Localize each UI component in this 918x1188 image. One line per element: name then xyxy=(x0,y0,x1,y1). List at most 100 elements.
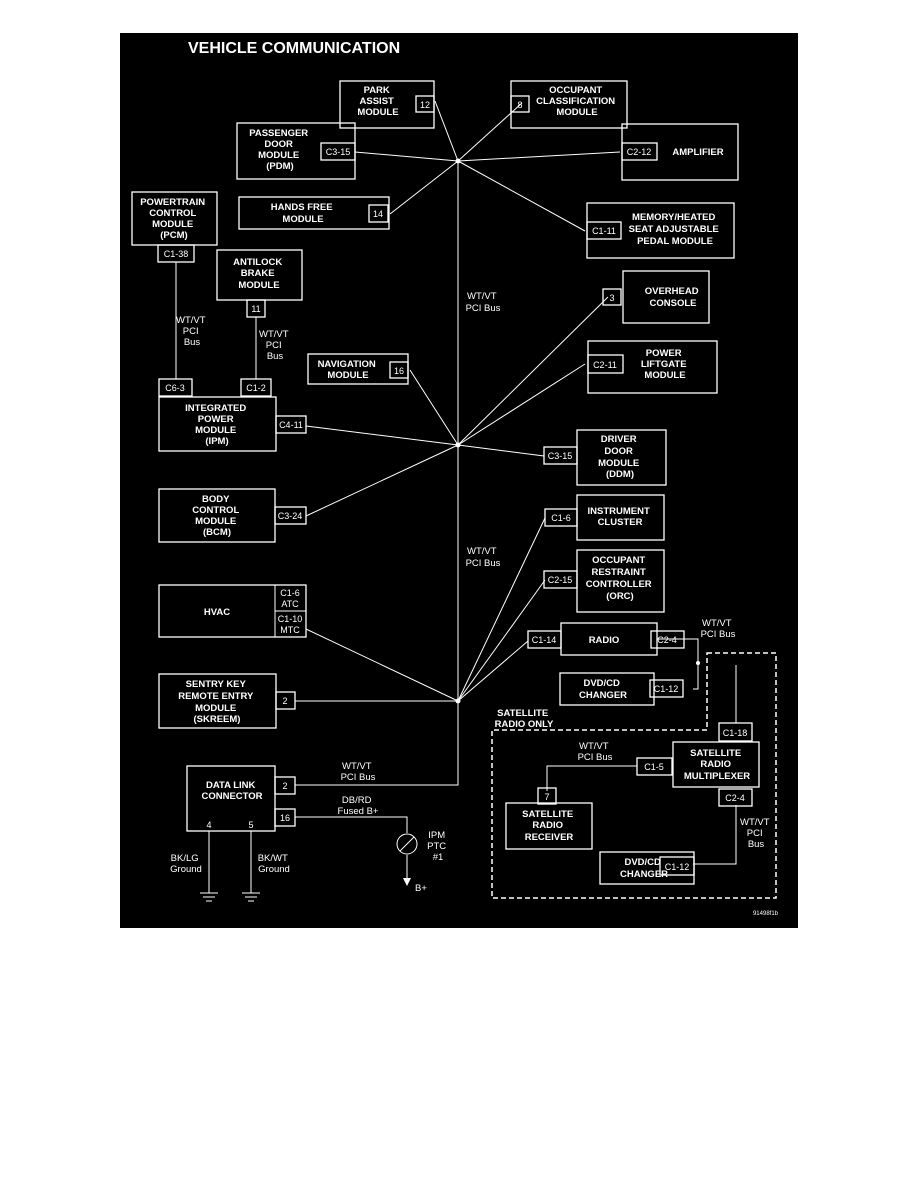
module-label: SATELLITE RADIO MULTIPLEXER xyxy=(684,748,750,782)
module-label: PASSENGER DOOR MODULE (PDM) xyxy=(249,128,311,172)
hvac-module: HVAC C1-6 ATC C1-10 MTC xyxy=(158,584,307,638)
power-liftgate-module: POWER LIFTGATE MODULE C2-11 xyxy=(587,340,718,394)
satellite-multiplexer-module: SATELLITE RADIO MULTIPLEXER C1-18 C1-5 C… xyxy=(636,722,760,807)
instrument-cluster-module: INSTRUMENT CLUSTER C1-6 xyxy=(544,494,665,541)
wire-label-dlc-bus: WT/VT PCI Bus xyxy=(341,761,376,783)
pin-label: 14 xyxy=(373,209,383,219)
module-label: DVD/CD CHANGER xyxy=(620,857,668,880)
splice-lower xyxy=(455,698,461,704)
pin-label: 2 xyxy=(282,781,287,791)
hands-free-module: HANDS FREE MODULE 14 xyxy=(238,196,390,230)
pin-label: C3-24 xyxy=(278,511,303,521)
module-label: OVERHEAD CONSOLE xyxy=(645,286,701,309)
module-label: POWER LIFTGATE MODULE xyxy=(641,348,689,381)
pin-label: C1-38 xyxy=(164,249,189,259)
diagram-title: VEHICLE COMMUNICATION xyxy=(188,40,400,57)
occupant-restraint-controller: OCCUPANT RESTRAINT CONTROLLER (ORC) C2-1… xyxy=(543,549,665,613)
wire-label-dlc-fused: DB/RD Fused B+ xyxy=(338,795,379,817)
sentry-key-module: SENTRY KEY REMOTE ENTRY MODULE (SKREEM) … xyxy=(158,673,296,729)
pin-label: 2 xyxy=(282,696,287,706)
module-label: POWERTRAIN CONTROL MODULE (PCM) xyxy=(140,197,208,241)
pin-label: C1-12 xyxy=(654,684,679,694)
module-label: HVAC xyxy=(204,607,230,618)
pin-label: C2-15 xyxy=(548,575,573,585)
pin-label: C3-15 xyxy=(326,147,351,157)
fuse-icon xyxy=(396,833,418,855)
ground-icon xyxy=(242,892,260,902)
pin-label: C3-15 xyxy=(548,451,573,461)
pin-label: 8 xyxy=(517,100,522,110)
occupant-classification-module: OCCUPANT CLASSIFICATION MODULE 8 xyxy=(510,80,628,129)
pin-label: C1-12 xyxy=(665,862,690,872)
pin-label: C2-4 xyxy=(657,635,677,645)
pin-label: 12 xyxy=(420,100,430,110)
wire-label-abs: WT/VT PCI Bus xyxy=(259,329,291,362)
satellite-radio-only-label: SATELLITE RADIO ONLY xyxy=(495,708,554,730)
splice-middle xyxy=(455,442,461,448)
satellite-region xyxy=(491,652,777,899)
wire-label-sat-receiver: WT/VT PCI Bus xyxy=(578,741,613,763)
passenger-door-module: PASSENGER DOOR MODULE (PDM) C3-15 xyxy=(236,122,356,180)
pin-label: 7 xyxy=(544,792,549,802)
pin-label: 5 xyxy=(248,820,253,830)
bus-label-lower: WT/VT PCI Bus xyxy=(466,546,501,569)
module-label: RADIO xyxy=(589,635,620,646)
overhead-console-module: OVERHEAD CONSOLE 3 xyxy=(602,270,710,324)
b-plus-label: B+ xyxy=(415,883,427,894)
driver-door-module: DRIVER DOOR MODULE (DDM) C3-15 xyxy=(543,429,667,486)
pin-label: C2-12 xyxy=(627,147,652,157)
radio-module: RADIO C1-14 C2-4 xyxy=(527,622,685,656)
ground-icon xyxy=(200,892,218,902)
pin-label: C1-6 xyxy=(551,513,571,523)
powertrain-control-module: POWERTRAIN CONTROL MODULE (PCM) C1-38 xyxy=(131,191,218,263)
dvd-changer-lower: DVD/CD CHANGER C1-12 xyxy=(599,851,695,885)
memory-seat-module: MEMORY/HEATED SEAT ADJUSTABLE PEDAL MODU… xyxy=(586,202,735,259)
pin-label: C2-11 xyxy=(593,360,617,370)
pin-label: C4-11 xyxy=(279,420,303,430)
module-label: OCCUPANT CLASSIFICATION MODULE xyxy=(536,85,618,118)
pin-label: 4 xyxy=(206,820,211,830)
module-label: MEMORY/HEATED SEAT ADJUSTABLE PEDAL MODU… xyxy=(629,212,722,247)
satellite-radio-receiver: SATELLITE RADIO RECEIVER 7 xyxy=(505,787,593,850)
fuse-label: IPM PTC #1 xyxy=(427,830,449,863)
pin-label: 3 xyxy=(609,293,614,303)
module-label: SENTRY KEY REMOTE ENTRY MODULE (SKREEM) xyxy=(178,679,256,725)
splice-radio xyxy=(696,661,700,665)
pin-label: C2-4 xyxy=(725,793,745,803)
dvd-changer-upper: DVD/CD CHANGER C1-12 xyxy=(559,672,684,706)
pin-label: C1-11 xyxy=(592,226,616,236)
wire-label-radio: WT/VT PCI Bus xyxy=(701,618,736,640)
module-label: HANDS FREE MODULE xyxy=(271,202,335,225)
module-label: DATA LINK CONNECTOR xyxy=(201,780,262,802)
pin-label: C1-2 xyxy=(246,383,266,393)
module-label: AMPLIFIER xyxy=(672,147,723,158)
splice-upper xyxy=(455,158,461,164)
bus-wires xyxy=(175,100,737,893)
pin-label: ATC xyxy=(281,599,299,609)
module-label: INTEGRATED POWER MODULE (IPM) xyxy=(185,403,249,447)
data-link-connector: DATA LINK CONNECTOR 2 16 4 5 xyxy=(186,765,296,832)
module-label: PARK ASSIST MODULE xyxy=(357,85,398,118)
module-label: BODY CONTROL MODULE (BCM) xyxy=(192,494,241,538)
module-label: DRIVER DOOR MODULE (DDM) xyxy=(598,434,642,480)
pin-label: C6-3 xyxy=(165,383,185,393)
bus-label-upper: WT/VT PCI Bus xyxy=(466,291,501,314)
pin-label: C1-5 xyxy=(644,762,664,772)
wire-label-sat-dvd: WT/VT PCI Bus xyxy=(740,817,772,850)
antilock-brake-module: ANTILOCK BRAKE MODULE 11 xyxy=(216,249,303,318)
amplifier-module: AMPLIFIER C2-12 xyxy=(621,123,739,181)
module-label: OCCUPANT RESTRAINT CONTROLLER (ORC) xyxy=(586,555,655,602)
navigation-module: NAVIGATION MODULE 16 xyxy=(307,353,409,385)
wire-label-pcm: WT/VT PCI Bus xyxy=(176,315,208,348)
pin-label: MTC xyxy=(280,625,300,635)
ground-label-5: BK/WT Ground xyxy=(258,853,291,875)
pin-label: C1-6 xyxy=(280,588,300,598)
pin-label: C1-18 xyxy=(723,728,748,738)
module-label: NAVIGATION MODULE xyxy=(318,359,379,381)
ground-label-4: BK/LG Ground xyxy=(170,853,202,875)
wiring-diagram: VEHICLE COMMUNICATION xyxy=(120,33,798,928)
pin-label: 16 xyxy=(280,813,290,823)
module-label: SATELLITE RADIO RECEIVER xyxy=(522,809,576,843)
body-control-module: BODY CONTROL MODULE (BCM) C3-24 xyxy=(158,488,307,543)
module-label: DVD/CD CHANGER xyxy=(579,678,627,701)
